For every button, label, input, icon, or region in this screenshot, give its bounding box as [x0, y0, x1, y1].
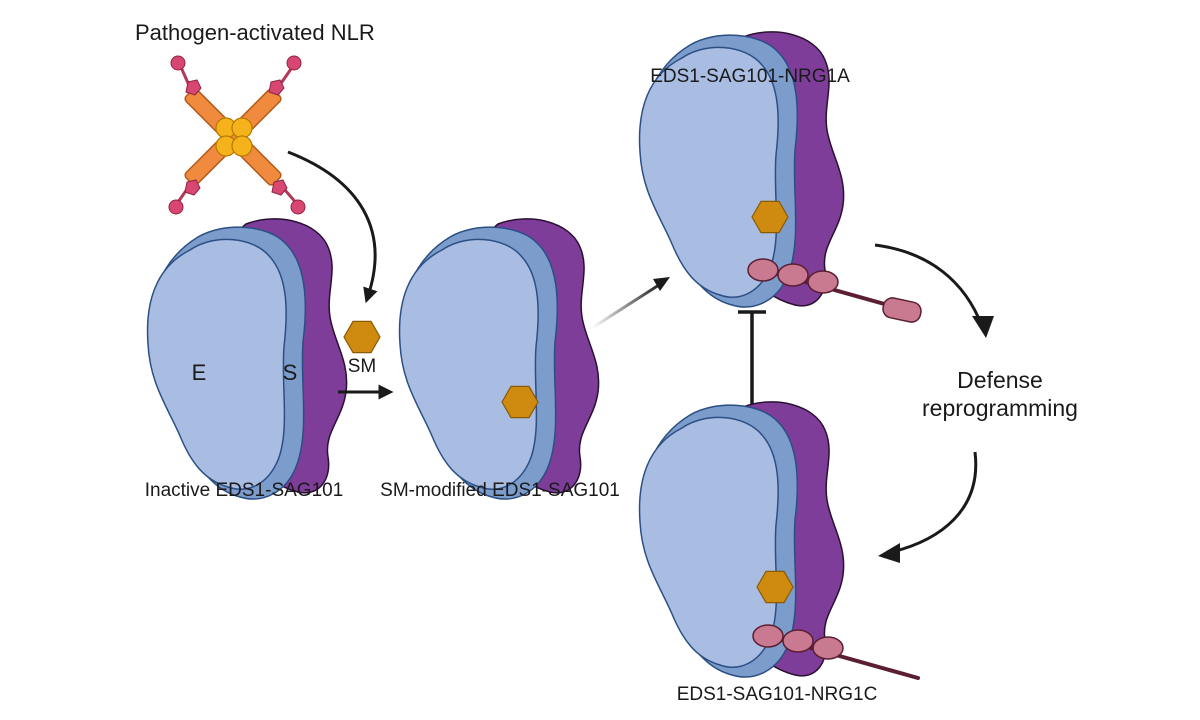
nlr-tips — [168, 55, 306, 215]
nlr-rod-1 — [184, 88, 282, 186]
nrg1a-complex — [638, 31, 922, 323]
assembly-arrowhead — [653, 277, 670, 291]
inactive-complex — [146, 218, 348, 500]
defense-arrow-lower — [891, 451, 978, 554]
assembly-arrow — [591, 281, 663, 330]
defense-arrowhead-upper — [972, 316, 994, 338]
small-molecule-label: SM — [347, 356, 377, 377]
defense-line-1: Defense — [957, 367, 1043, 393]
nlr-core — [215, 117, 253, 157]
nrg1c-complex — [638, 401, 920, 680]
small-molecule-free — [343, 320, 381, 354]
defense-reprogramming-label: Defense reprogramming — [922, 366, 1078, 422]
activation-arrow — [287, 150, 378, 304]
nlr-complex — [168, 55, 306, 215]
sag101-letter: S — [282, 360, 298, 385]
eds1-letter: E — [191, 360, 207, 385]
defense-arrow-upper — [874, 243, 984, 327]
nrg1a-complex-label: EDS1-SAG101-NRG1A — [650, 66, 850, 87]
defense-line-2: reprogramming — [922, 395, 1078, 421]
sm-modified-complex-label: SM-modified EDS1-SAG101 — [380, 480, 620, 501]
inactive-complex-label: Inactive EDS1-SAG101 — [144, 480, 344, 501]
nrg1c-complex-label: EDS1-SAG101-NRG1C — [676, 684, 878, 705]
sm-modified-complex — [398, 218, 600, 500]
pathogen-nlr-label: Pathogen-activated NLR — [135, 20, 375, 45]
defense-arrowhead-lower — [878, 543, 900, 563]
